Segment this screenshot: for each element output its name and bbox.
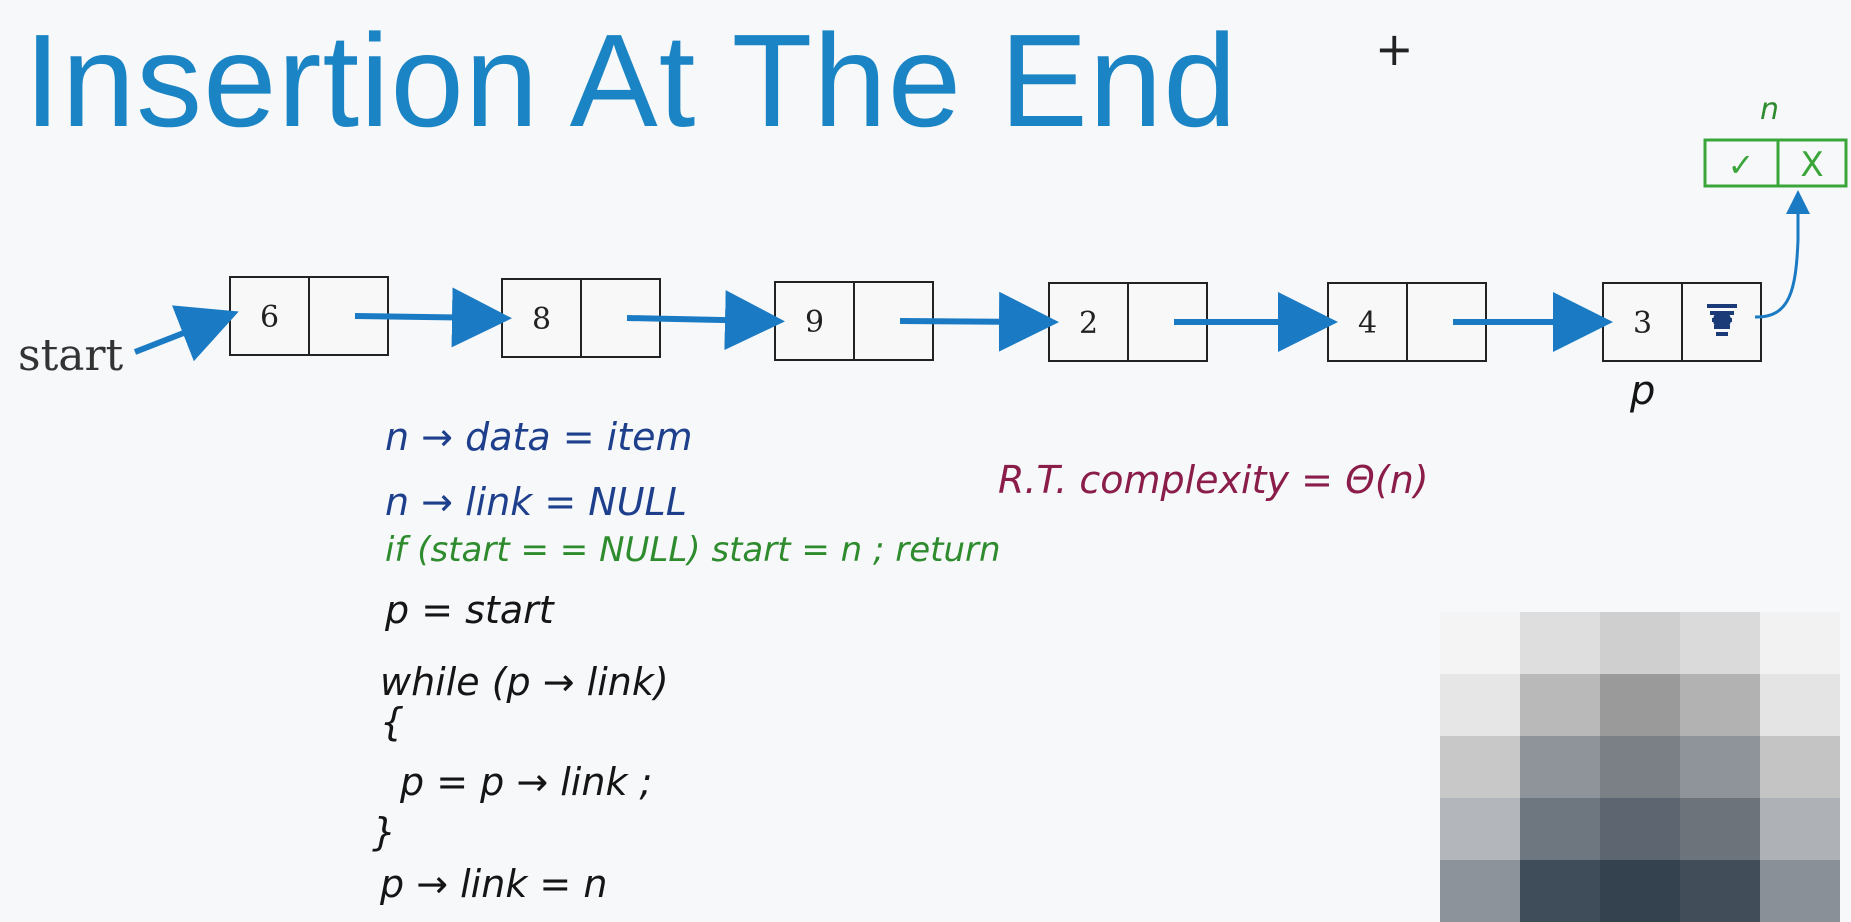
webcam-tile: [1600, 860, 1680, 922]
code-line-1: n → data = item: [385, 415, 693, 459]
webcam-tile: [1520, 674, 1600, 736]
node-value: 8: [532, 302, 551, 337]
start-arrow: [133, 305, 239, 362]
node-value: 6: [260, 300, 279, 335]
webcam-tile: [1520, 612, 1600, 674]
complexity-note: R.T. complexity = Θ(n): [998, 458, 1429, 502]
new-node-label: n: [1760, 92, 1780, 127]
webcam-tile: [1440, 860, 1520, 922]
node-data-cell: [1602, 282, 1683, 362]
scribbled-link-mark: [1707, 304, 1737, 336]
webcam-tile: [1440, 674, 1520, 736]
webcam-tile: [1680, 798, 1760, 860]
pointer-p-label: p: [1630, 368, 1656, 414]
code-line-2: n → link = NULL: [385, 480, 687, 524]
webcam-tile: [1440, 736, 1520, 798]
webcam-tile: [1760, 612, 1840, 674]
webcam-tile: [1520, 798, 1600, 860]
node-link-arrow: [899, 291, 1059, 352]
code-line-7: p = p → link ;: [400, 760, 653, 804]
node-link-arrow: [626, 290, 785, 351]
webcam-tile: [1760, 736, 1840, 798]
new-node-link-cell: [1776, 138, 1848, 188]
webcam-tile: [1680, 736, 1760, 798]
webcam-overlay: [1440, 612, 1840, 922]
webcam-tile: [1600, 736, 1680, 798]
webcam-tile: [1600, 612, 1680, 674]
webcam-tile: [1760, 860, 1840, 922]
node-data-cell: [501, 278, 582, 358]
code-line-5: while (p → link): [380, 660, 669, 704]
webcam-tile: [1680, 674, 1760, 736]
code-line-9: p → link = n: [380, 862, 608, 906]
webcam-tile: [1680, 860, 1760, 922]
webcam-tile: [1440, 612, 1520, 674]
webcam-tile: [1760, 674, 1840, 736]
list-node: 3: [1602, 282, 1762, 362]
code-line-6: {: [380, 700, 405, 744]
code-line-8: }: [372, 810, 397, 854]
node-value: 3: [1633, 306, 1652, 341]
new-node-n: ✓ X: [1703, 138, 1848, 188]
webcam-tile: [1760, 798, 1840, 860]
webcam-tile: [1600, 798, 1680, 860]
node-value: 2: [1079, 306, 1098, 341]
slide-title: Insertion At The End: [24, 7, 1238, 154]
node-value: 4: [1358, 306, 1377, 341]
code-line-4: p = start: [385, 588, 554, 632]
new-node-link-text: X: [1800, 145, 1823, 185]
cursor-crosshair-icon: +: [1375, 22, 1414, 76]
new-node-data-text: ✓: [1728, 146, 1755, 184]
node-value: 9: [805, 305, 824, 340]
last-link-to-new-node-arrow: [1754, 190, 1810, 319]
node-data-cell: [1048, 282, 1129, 362]
node-link-arrow: [354, 287, 512, 348]
webcam-tile: [1680, 612, 1760, 674]
webcam-tile: [1520, 860, 1600, 922]
start-label: start: [18, 330, 124, 381]
node-data-cell: [229, 276, 310, 356]
webcam-tile: [1520, 736, 1600, 798]
webcam-tile: [1440, 798, 1520, 860]
webcam-tile: [1600, 674, 1680, 736]
code-line-3: if (start = = NULL) start = n ; return: [385, 530, 1001, 570]
